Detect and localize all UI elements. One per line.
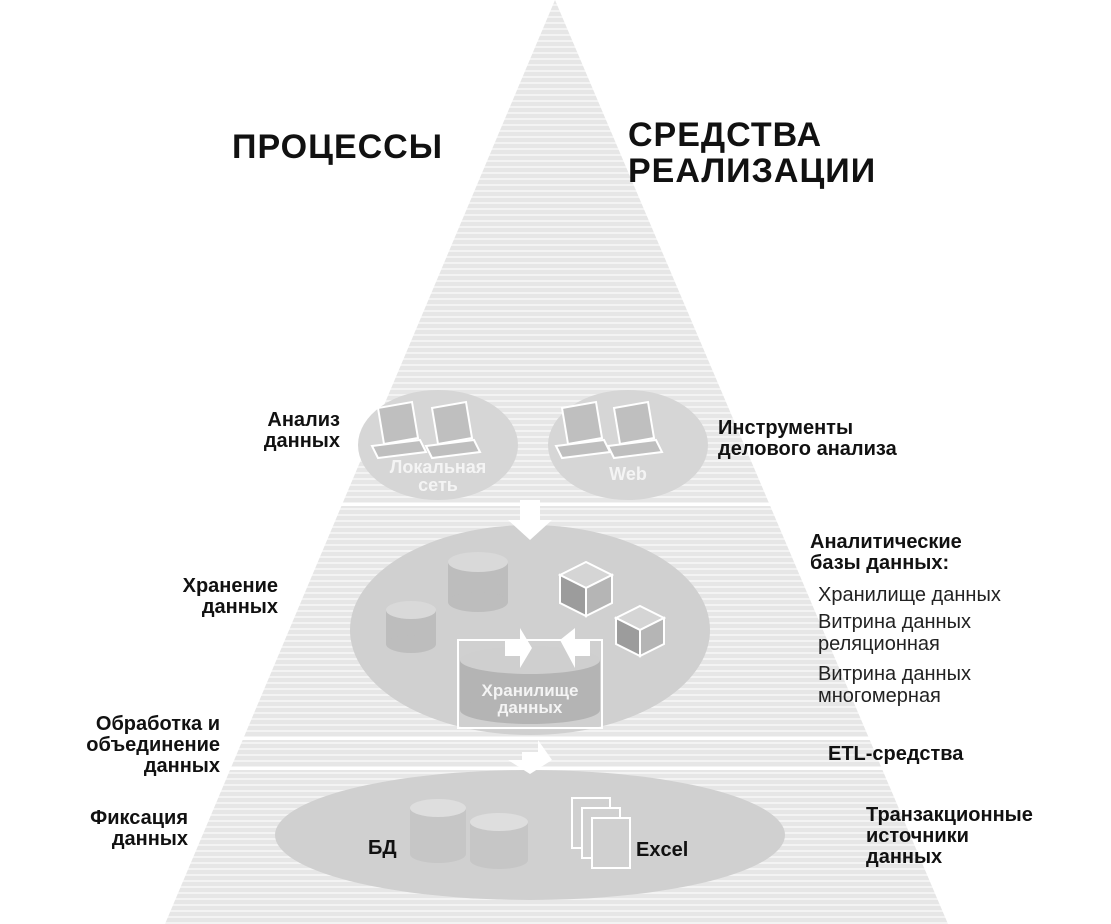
level-separator (210, 767, 900, 770)
tools-header-line1: СРЕДСТВА (628, 116, 823, 154)
cube-icon (613, 604, 667, 658)
multidim-mart-line2: многомерная (818, 685, 941, 707)
local-network-label: Локальная сеть (378, 458, 498, 494)
tool-capture: Транзакционные источники данных (866, 805, 1033, 868)
document-icon (571, 797, 631, 869)
database-icon (448, 552, 508, 612)
storage-ellipse (350, 525, 710, 735)
tool-capture-line2: источники (866, 825, 969, 847)
tool-storage-title-line2: базы данных: (810, 552, 950, 574)
local-network-label-line1: Локальная (389, 457, 487, 477)
process-etl-line1: Обработка и (95, 713, 220, 735)
arrow-icon (508, 500, 552, 540)
database-icon (470, 813, 528, 869)
tools-header: СРЕДСТВА РЕАЛИЗАЦИИ (628, 116, 877, 190)
laptop-icon (370, 400, 428, 460)
tool-analysis-line2: делового анализа (718, 438, 897, 460)
laptop-icon (606, 400, 664, 460)
database-icon (386, 601, 436, 653)
arrow-icon (508, 740, 552, 774)
process-capture-line1: Фиксация (90, 807, 188, 829)
warehouse-label: Хранилище данных (460, 682, 600, 716)
tool-analysis: Инструменты делового анализа (718, 418, 897, 460)
warehouse-label-line2: данных (497, 698, 563, 717)
process-storage: Хранение данных (160, 576, 278, 618)
warehouse-frame (457, 639, 603, 729)
warehouse-label-line1: Хранилище (481, 681, 579, 700)
database-icon (460, 646, 600, 724)
tool-storage-title: Аналитические базы данных: (810, 532, 962, 574)
capture-ellipse (275, 770, 785, 900)
tool-capture-line3: данных (866, 846, 943, 868)
tool-analysis-line1: Инструменты (718, 417, 854, 439)
process-analysis-line2: данных (263, 430, 340, 452)
warehouse-list-item: Хранилище данных (818, 584, 1001, 606)
process-storage-line1: Хранение (182, 575, 278, 597)
process-etl-line3: данных (143, 755, 220, 777)
cube-icon (557, 560, 615, 618)
process-etl: Обработка и объединение данных (70, 714, 220, 777)
tool-storage-title-line1: Аналитические (810, 531, 962, 553)
arrow-icon (560, 628, 590, 668)
level-separator (230, 737, 880, 740)
database-icon (410, 799, 466, 863)
arrow-icon (505, 628, 532, 668)
relational-mart-line2: реляционная (818, 633, 940, 655)
local-network-label-line2: сеть (418, 475, 458, 495)
web-label: Web (609, 464, 647, 484)
multidim-mart-line1: Витрина данных (818, 663, 971, 685)
tools-header-line2: РЕАЛИЗАЦИИ (628, 151, 877, 190)
process-storage-line2: данных (201, 596, 278, 618)
processes-header: ПРОЦЕССЫ (232, 128, 444, 166)
level-separator (290, 503, 820, 506)
relational-mart-line1: Витрина данных (818, 611, 971, 633)
tool-capture-line1: Транзакционные (866, 804, 1033, 826)
db-label: БД (368, 837, 397, 859)
laptop-icon (424, 400, 482, 460)
process-analysis-line1: Анализ (267, 409, 340, 431)
excel-label: Excel (636, 839, 689, 861)
tool-etl: ETL-средства (828, 743, 964, 765)
process-analysis: Анализ данных (250, 410, 340, 452)
process-capture-line2: данных (111, 828, 188, 850)
process-etl-line2: объединение (86, 734, 220, 756)
process-capture: Фиксация данных (70, 808, 188, 850)
